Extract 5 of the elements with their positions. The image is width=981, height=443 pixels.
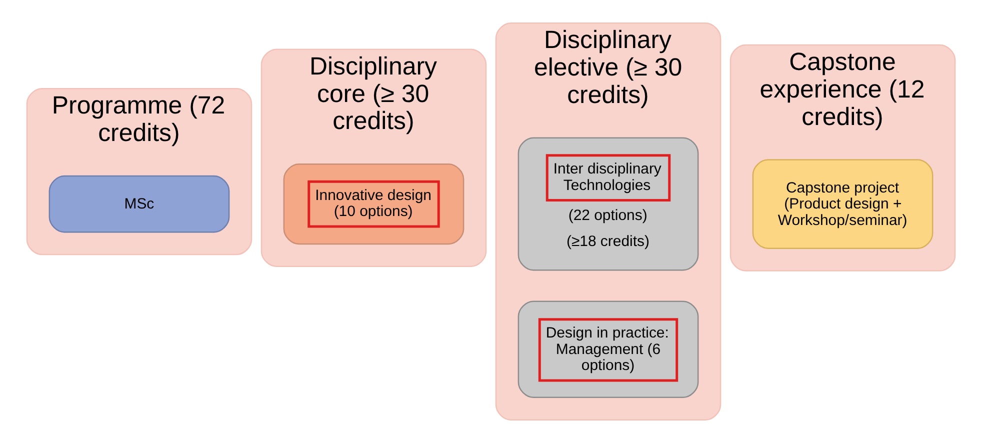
node-box: Innovative design (10 options) [282,164,464,245]
node-box: MSc [48,175,230,233]
node-box: Capstone project (Product design + Workshop/seminar) [752,159,933,249]
node-box: Design in practice: Management (6 options) [517,300,698,398]
node-box: Inter disciplinary Technologies (22 options) (≥18 credits) [517,137,698,271]
